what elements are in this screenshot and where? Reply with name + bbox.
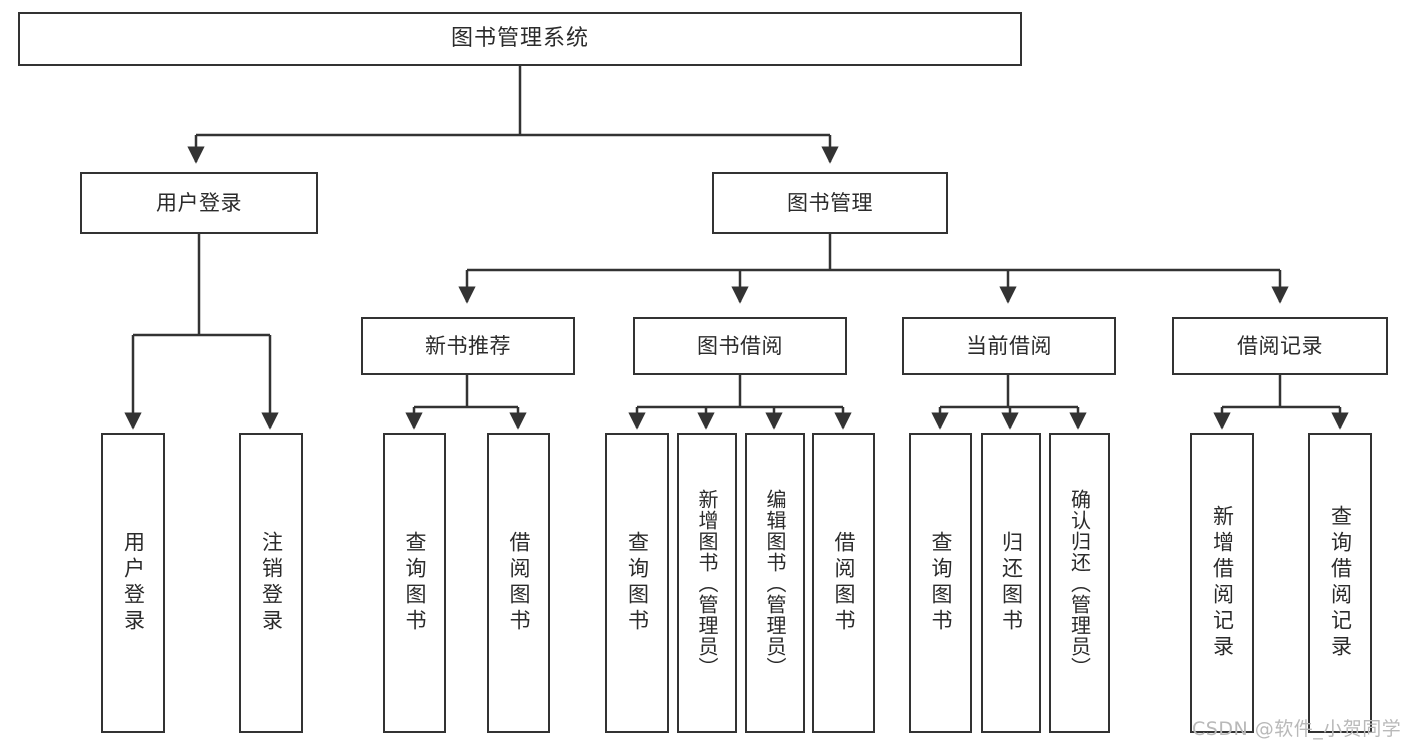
node-label: 查询图书 bbox=[625, 531, 650, 635]
leaf-borrow-book[interactable]: 借阅图书 bbox=[812, 433, 875, 733]
leaf-edit-book-admin[interactable]: 编辑图书（管理员） bbox=[745, 433, 805, 733]
node-new-book-recommend[interactable]: 新书推荐 bbox=[361, 317, 575, 375]
node-label: 图书借阅 bbox=[697, 333, 783, 358]
node-label: 借阅图书 bbox=[507, 531, 531, 635]
leaf-confirm-return-admin[interactable]: 确认归还（管理员） bbox=[1049, 433, 1110, 733]
leaf-query-book-recommend[interactable]: 查询图书 bbox=[383, 433, 446, 733]
leaf-add-borrow-record[interactable]: 新增借阅记录 bbox=[1190, 433, 1254, 733]
node-label: 当前借阅 bbox=[966, 333, 1052, 358]
leaf-query-book-borrow[interactable]: 查询图书 bbox=[605, 433, 669, 733]
node-label: 新书推荐 bbox=[425, 333, 511, 358]
node-label: 借阅图书 bbox=[832, 531, 856, 635]
node-user-login[interactable]: 用户登录 bbox=[80, 172, 318, 234]
node-label: 新增借阅记录 bbox=[1210, 505, 1235, 661]
node-book-borrow[interactable]: 图书借阅 bbox=[633, 317, 847, 375]
leaf-user-login[interactable]: 用户登录 bbox=[101, 433, 165, 733]
node-label: 查询借阅记录 bbox=[1328, 505, 1353, 661]
node-label: 编辑图书（管理员） bbox=[763, 488, 787, 678]
watermark-text: CSDN @软件_小贺同学 bbox=[1192, 718, 1402, 740]
node-label: 新增图书（管理员） bbox=[695, 488, 719, 678]
node-label: 注销登录 bbox=[259, 531, 284, 635]
node-label: 借阅记录 bbox=[1237, 333, 1323, 358]
leaf-query-book-current[interactable]: 查询图书 bbox=[909, 433, 972, 733]
node-label: 归还图书 bbox=[999, 531, 1024, 635]
node-label: 查询图书 bbox=[403, 531, 427, 635]
node-label: 图书管理系统 bbox=[450, 26, 589, 52]
node-current-borrow[interactable]: 当前借阅 bbox=[902, 317, 1116, 375]
node-label: 图书管理 bbox=[787, 190, 873, 215]
node-borrow-records[interactable]: 借阅记录 bbox=[1172, 317, 1388, 375]
node-book-management[interactable]: 图书管理 bbox=[712, 172, 948, 234]
leaf-borrow-book-recommend[interactable]: 借阅图书 bbox=[487, 433, 550, 733]
leaf-return-book[interactable]: 归还图书 bbox=[981, 433, 1041, 733]
leaf-logout[interactable]: 注销登录 bbox=[239, 433, 303, 733]
node-root-system[interactable]: 图书管理系统 bbox=[18, 12, 1022, 66]
node-label: 用户登录 bbox=[121, 531, 146, 635]
node-label: 查询图书 bbox=[929, 531, 953, 635]
leaf-add-book-admin[interactable]: 新增图书（管理员） bbox=[677, 433, 737, 733]
leaf-query-borrow-record[interactable]: 查询借阅记录 bbox=[1308, 433, 1372, 733]
node-label: 用户登录 bbox=[156, 190, 242, 215]
node-label: 确认归还（管理员） bbox=[1067, 488, 1092, 678]
